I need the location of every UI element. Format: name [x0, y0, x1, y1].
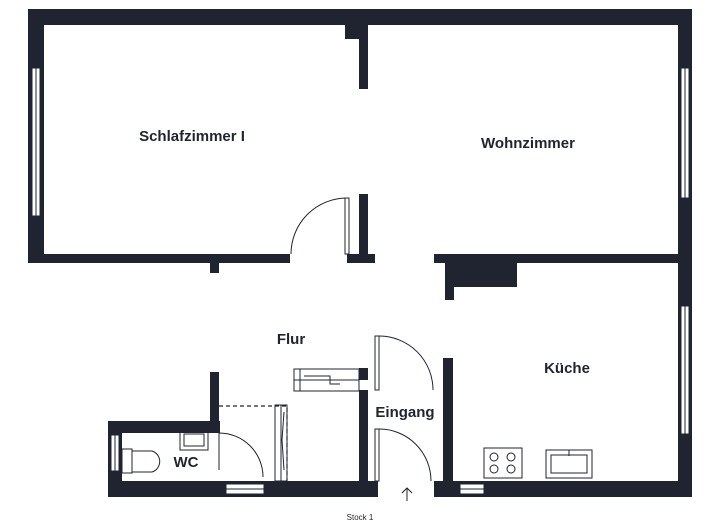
doors — [218, 197, 434, 482]
windows — [31, 67, 690, 495]
wall-entrance-left-top — [359, 368, 368, 380]
dashed-overhang-line — [219, 405, 288, 481]
door-swing-icon — [290, 197, 350, 255]
wall-living-bottom — [434, 254, 692, 263]
room-label-eingang: Eingang — [375, 404, 434, 421]
chimney-block-lower — [445, 254, 454, 300]
room-label-wc: WC — [174, 454, 199, 471]
door-swing-icon — [218, 432, 264, 478]
toilet-icon — [121, 448, 161, 474]
wall-door-jamb — [347, 254, 375, 263]
wall-wc-top — [108, 421, 220, 433]
wall-divider-notch — [345, 25, 361, 39]
floor-label: Stock 1 — [347, 513, 374, 522]
room-label-wohnzimmer: Wohnzimmer — [481, 135, 575, 152]
sink-icon — [179, 429, 209, 451]
room-label-schlafzimmer: Schlafzimmer I — [139, 128, 245, 145]
room-label-flur: Flur — [277, 331, 305, 348]
door-swing-icon — [374, 428, 432, 482]
wall-bedroom-stub — [210, 254, 219, 273]
wall-wc-right — [210, 372, 219, 433]
wall-bedroom-bottom — [28, 254, 290, 263]
wall-entrance-left — [359, 390, 368, 497]
interior-walls — [28, 9, 692, 497]
room-label-kueche: Küche — [544, 360, 590, 377]
chimney-block — [445, 254, 517, 287]
entrance-arrow-icon — [401, 487, 413, 501]
sink-icon — [545, 449, 593, 479]
door-swing-icon — [374, 335, 434, 391]
stove-icon — [483, 447, 523, 479]
wall-divider-upper — [359, 9, 368, 89]
wall-kitchen-left — [443, 358, 453, 481]
wall-divider-lower — [359, 194, 368, 263]
wall-bottom-right — [434, 481, 692, 497]
